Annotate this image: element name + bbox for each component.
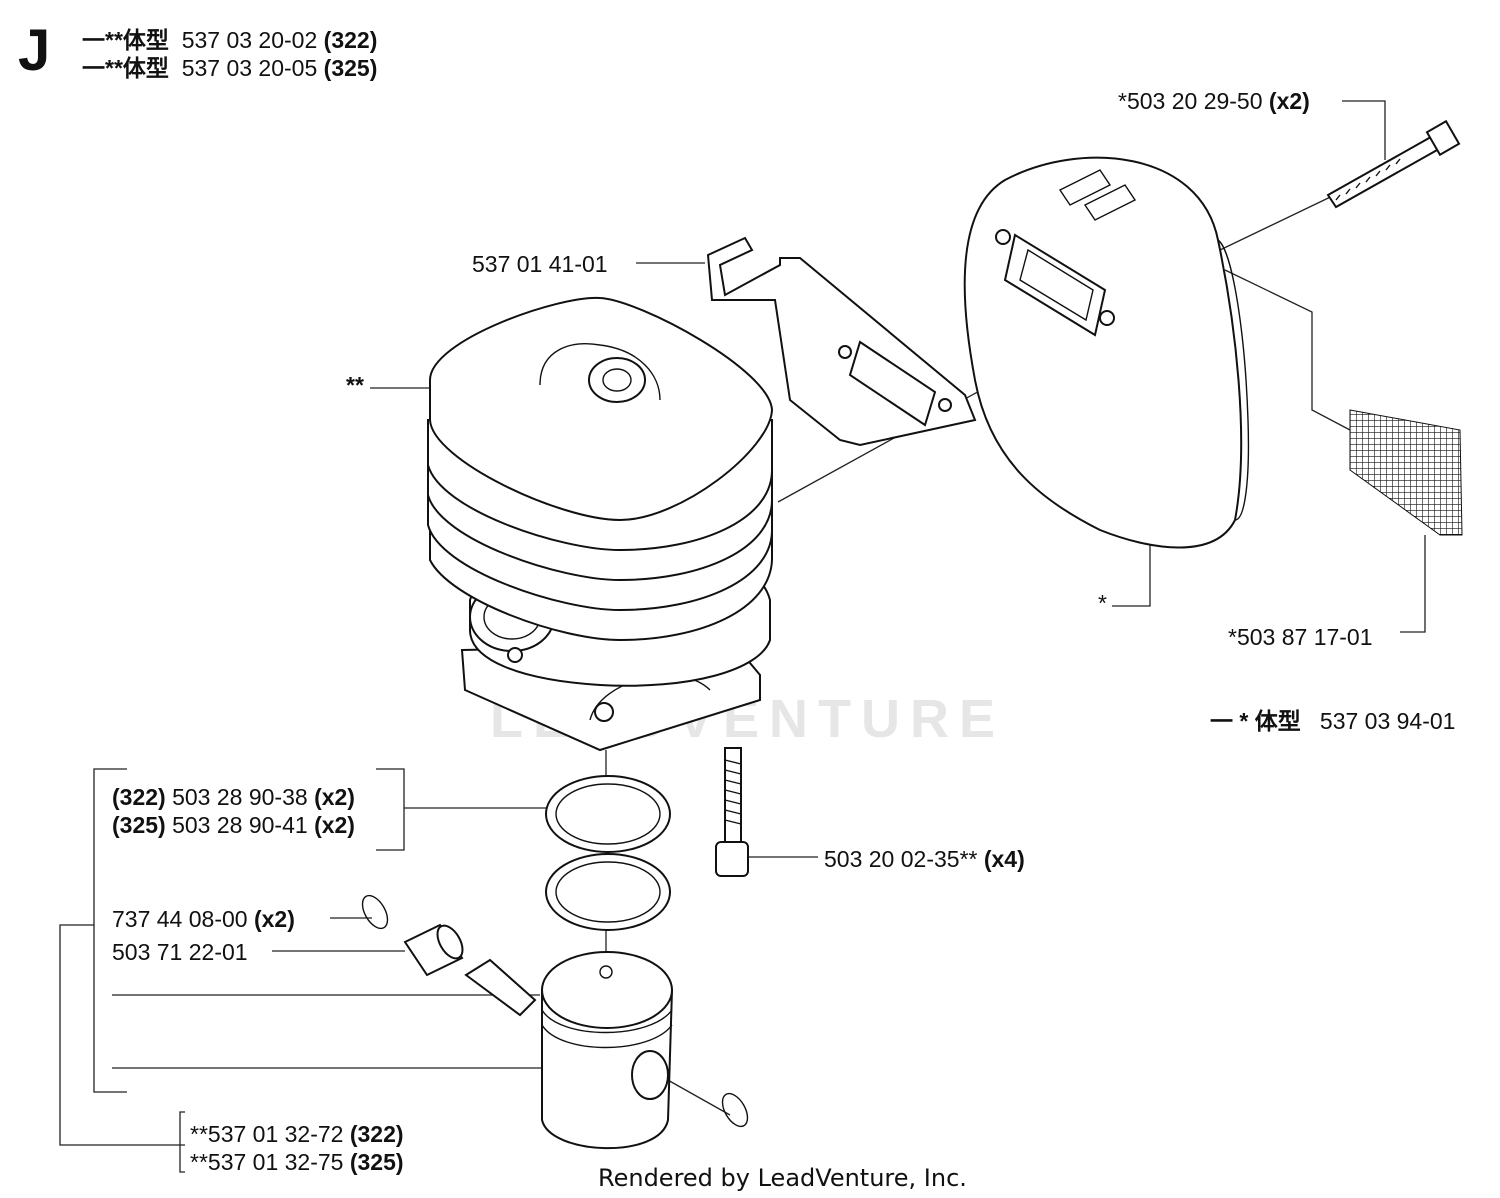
piston-rings: [545, 775, 671, 931]
callout-cylinder-mark: **: [346, 372, 364, 398]
callout-needle-bearing: 503 71 22-01: [112, 939, 248, 965]
callout-circlip: 737 44 08-00 (x2): [112, 906, 295, 932]
callout-piston-kit-322: **537 01 32-72 (322): [190, 1121, 404, 1147]
gasket-bracket: [706, 236, 977, 447]
section-letter: J: [18, 18, 51, 83]
header-row-325: 一**体型 537 03 20-05 (325): [82, 55, 378, 81]
footer-credit: Rendered by LeadVenture, Inc.: [598, 1164, 967, 1192]
callout-bracket: 537 01 41-01: [472, 251, 608, 277]
cylinder-screw: [715, 747, 749, 877]
muffler: [963, 156, 1250, 549]
piston: [541, 951, 674, 1150]
header-row-322: 一**体型 537 03 20-02 (322): [82, 27, 378, 53]
cylinder: [427, 296, 774, 752]
callout-cylinder-screw: 503 20 02-35** (x4): [824, 846, 1025, 872]
callout-muffler-mark: *: [1098, 590, 1107, 616]
leader-lines: [59, 100, 1426, 1173]
callout-ring-322: (322) 503 28 90-38 (x2): [112, 784, 355, 810]
piston-pin-set: [361, 894, 749, 1128]
spark-screen: [1349, 409, 1463, 536]
callout-ring-325: (325) 503 28 90-41 (x2): [112, 812, 355, 838]
callout-piston-kit-325: **537 01 32-75 (325): [190, 1149, 404, 1175]
callout-muffler-kit: 一 * 体型 537 03 94-01: [1210, 708, 1456, 734]
muffler-bolt: [1326, 119, 1461, 209]
callout-spark-screen: *503 87 17-01: [1228, 624, 1373, 650]
callout-muffler-bolt: *503 20 29-50 (x2): [1118, 88, 1310, 114]
